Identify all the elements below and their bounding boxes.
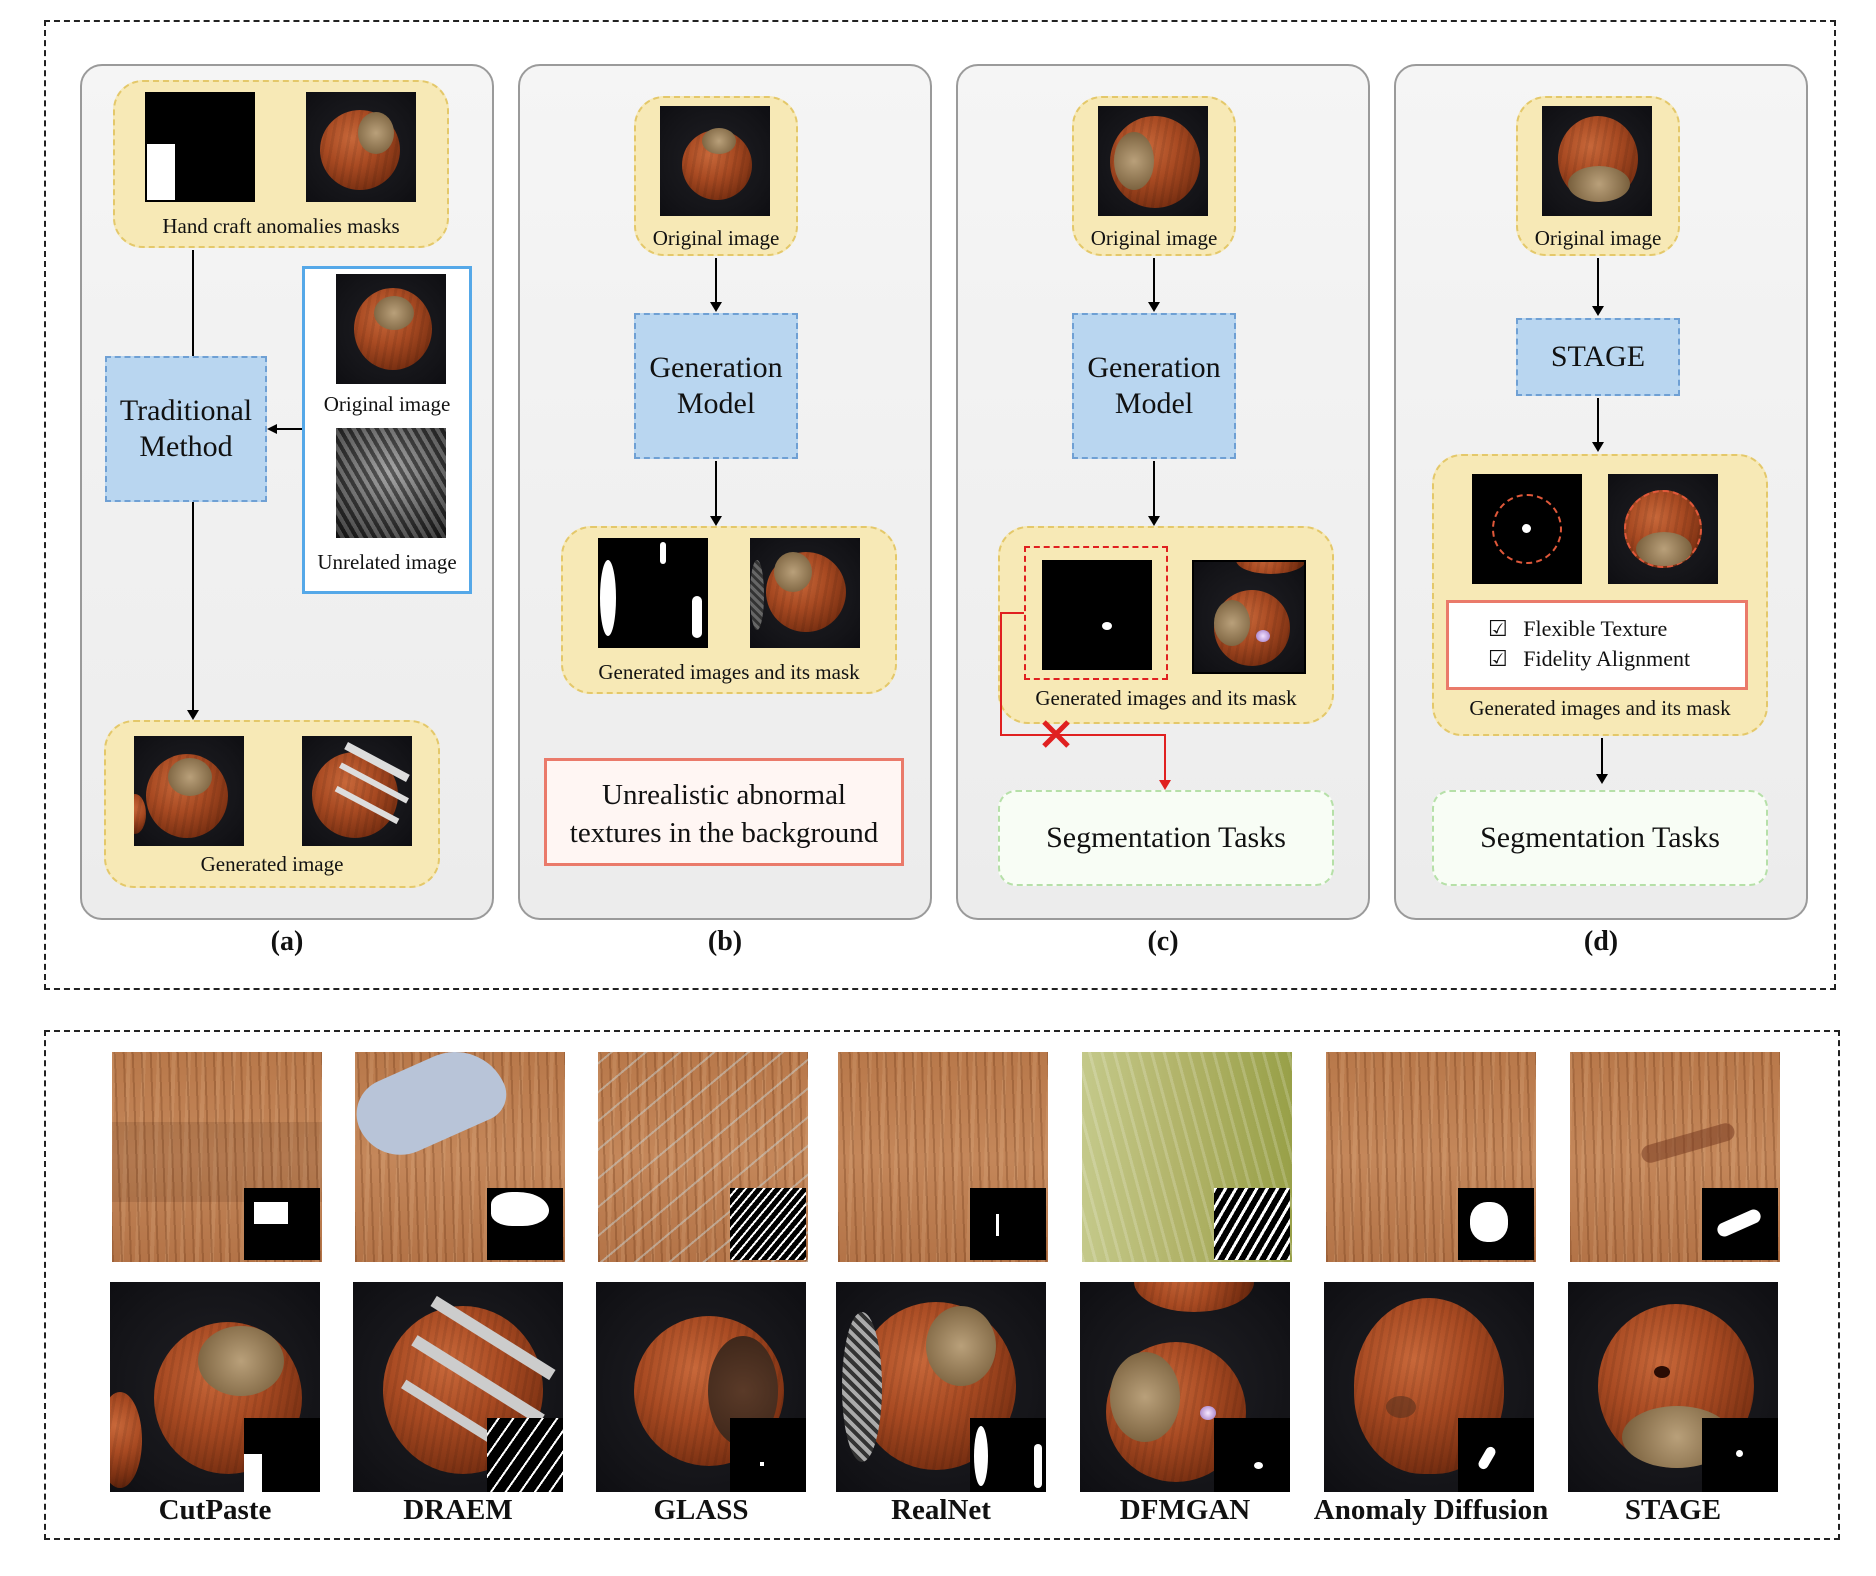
method-label-cutpaste: CutPaste [158, 1494, 272, 1526]
comparison-frame [44, 1030, 1840, 1540]
panel-c-red-path-c [1000, 734, 1166, 736]
panel-d-generated-image [1608, 474, 1718, 584]
method-label-stage: STAGE [1624, 1494, 1722, 1526]
method-label-dfmgan: DFMGAN [1119, 1494, 1251, 1526]
panel-c-arrow-1-head [1148, 302, 1160, 312]
method-label-glass: GLASS [653, 1494, 749, 1526]
panel-d-arrow-3 [1601, 738, 1603, 776]
check-flexible-texture: ☑ Flexible Texture [1488, 616, 1728, 642]
unrelated-image [336, 428, 446, 538]
nut-dfmgan [1080, 1282, 1290, 1492]
panel-c-arrow-2 [1153, 461, 1155, 519]
check-2-text: Fidelity Alignment [1523, 646, 1691, 671]
panel-a-bottom-caption: Generated image [200, 852, 344, 876]
panel-a-generated-1 [134, 736, 244, 846]
panel-a-side-caption-2: Unrelated image [317, 550, 457, 574]
nut-realnet [836, 1282, 1046, 1492]
panel-d-arrow-2-head [1592, 442, 1604, 452]
panel-b-note: Unrealistic abnormal textures in the bac… [569, 779, 879, 849]
panel-c-red-path-b [1000, 612, 1002, 736]
panel-a-side-original [336, 274, 446, 384]
panel-d-original-image [1542, 106, 1652, 216]
panel-c-arrow-1 [1153, 258, 1155, 304]
panel-d-arrow-1 [1597, 258, 1599, 308]
panel-c-original-image [1098, 106, 1208, 216]
panel-c-arrow-2-head [1148, 516, 1160, 526]
nut-cutpaste [110, 1282, 320, 1492]
panel-d-top-caption: Original image [1534, 226, 1662, 250]
panel-b-generated-image [750, 538, 860, 648]
panel-b-mask-image [598, 538, 708, 648]
panel-c-generated-image [1192, 560, 1306, 674]
panel-c-red-path-d [1164, 734, 1166, 782]
nut-glass [596, 1282, 806, 1492]
panel-c-highlight-box [1024, 546, 1168, 680]
panel-d-checklist-box [1446, 600, 1748, 690]
panel-a-connector-bottom [192, 502, 194, 714]
panel-c-mask-image [1042, 560, 1152, 670]
panel-b-top-caption: Original image [652, 226, 780, 250]
leaf-dfmgan [1082, 1052, 1292, 1262]
panel-d-arrow-2 [1597, 398, 1599, 444]
panel-b-arrow-1-head [710, 302, 722, 312]
panel-c-top-caption: Original image [1090, 226, 1218, 250]
panel-d-arrow-1-head [1592, 306, 1604, 316]
panel-c-generation-model: Generation Model [1072, 313, 1236, 459]
nut-draem [353, 1282, 563, 1492]
panel-a-connector-top [192, 250, 194, 356]
stage-box: STAGE [1516, 318, 1680, 396]
traditional-method-box: Traditional Method [105, 356, 267, 502]
panel-d-bottom-caption: Generated images and its mask [1469, 696, 1731, 720]
wood-draem [355, 1052, 565, 1262]
panel-b-label: (b) [707, 926, 743, 957]
panel-d-mask-image [1472, 474, 1582, 584]
panel-d-arrow-3-head [1596, 774, 1608, 784]
panel-b-arrow-2 [715, 461, 717, 519]
check-1-text: Flexible Texture [1523, 616, 1668, 641]
panel-a-original-thumb [306, 92, 416, 202]
panel-c-bottom-caption: Generated images and its mask [1035, 686, 1297, 710]
top-figure-frame [44, 20, 1836, 990]
panel-a-label: (a) [270, 926, 304, 957]
panel-a-top-caption: Hand craft anomalies masks [162, 214, 400, 238]
panel-a-generated-2 [302, 736, 412, 846]
panel-b-arrow-1 [715, 258, 717, 304]
wood-stage [1570, 1052, 1780, 1262]
method-label-anomaly-diffusion: Anomaly Diffusion [1313, 1494, 1549, 1526]
wood-glass [598, 1052, 808, 1262]
method-label-draem: DRAEM [403, 1494, 513, 1526]
wood-anomaly-diffusion [1326, 1052, 1536, 1262]
panel-c-red-path-a [1000, 612, 1024, 614]
method-label-realnet: RealNet [891, 1494, 991, 1526]
panel-b-bottom-caption: Generated images and its mask [598, 660, 860, 684]
wood-cutpaste [112, 1052, 322, 1262]
panel-b-original-image [660, 106, 770, 216]
checkbox-icon: ☑ [1488, 646, 1508, 671]
panel-d-segmentation-box: Segmentation Tasks [1432, 790, 1768, 886]
nut-stage [1568, 1282, 1778, 1492]
panel-b-note-box [544, 758, 904, 866]
panel-d-label: (d) [1583, 926, 1619, 957]
panel-b-arrow-2-head [710, 516, 722, 526]
check-fidelity-alignment: ☑ Fidelity Alignment [1488, 646, 1728, 672]
panel-c-red-arrow-head [1159, 780, 1171, 790]
handcraft-mask-image [145, 92, 255, 202]
panel-b-generation-model: Generation Model [634, 313, 798, 459]
panel-c-label: (c) [1147, 926, 1179, 957]
panel-a-side-caption-1: Original image [323, 392, 451, 416]
panel-a-arrow-left-head [267, 424, 277, 434]
panel-a-arrow-left [276, 428, 302, 430]
checkbox-icon: ☑ [1488, 616, 1508, 641]
wood-realnet [838, 1052, 1048, 1262]
nut-anomaly-diffusion [1324, 1282, 1534, 1492]
blocked-x-icon [1036, 714, 1076, 754]
panel-c-segmentation-box: Segmentation Tasks [998, 790, 1334, 886]
panel-a-arrow-down-head [187, 710, 199, 720]
